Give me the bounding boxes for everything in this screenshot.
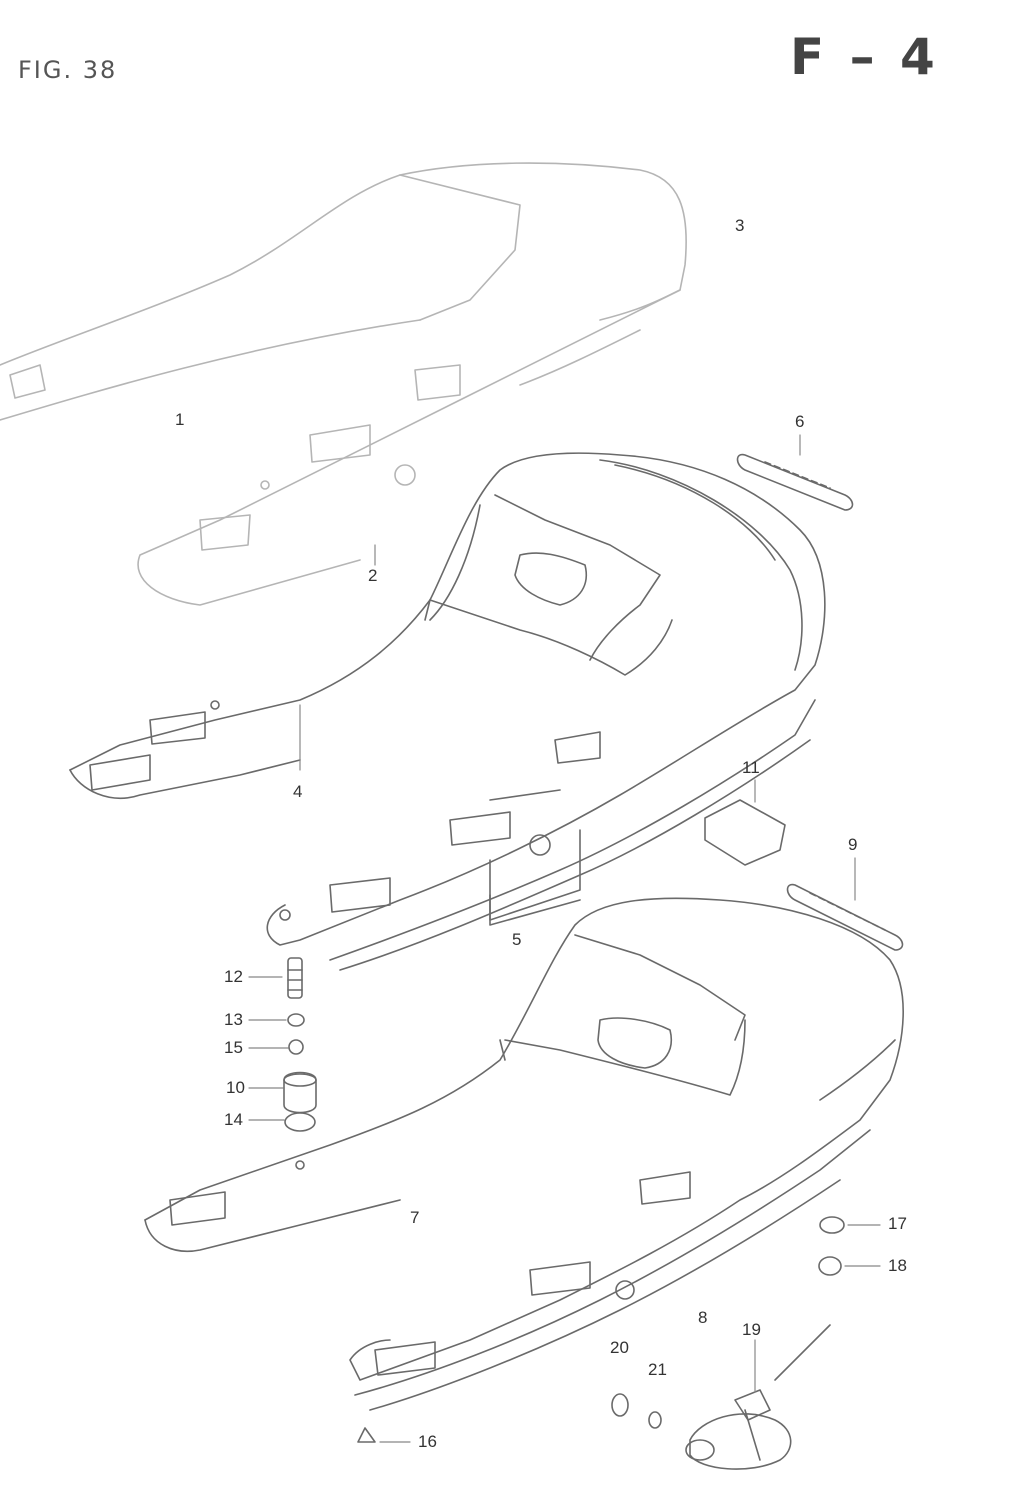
callout-18: 18 [888, 1256, 907, 1275]
callout-6: 6 [795, 412, 805, 431]
callout-11: 11 [742, 758, 760, 777]
callout-9: 9 [848, 835, 858, 854]
callout-4: 4 [293, 782, 303, 801]
callout-21: 21 [648, 1360, 667, 1379]
callout-19: 19 [742, 1320, 761, 1339]
callout-7: 7 [410, 1208, 420, 1227]
figure-label: FIG. 38 [18, 56, 118, 84]
bolt-part-20 [611, 1393, 629, 1417]
callout-15: 15 [224, 1038, 243, 1057]
callout-20: 20 [610, 1338, 629, 1357]
callout-1: 1 [175, 410, 185, 429]
tail-cover-part-4 [69, 452, 826, 971]
nut-part-21 [648, 1411, 662, 1429]
callout-10: 10 [226, 1078, 245, 1097]
tail-cover-part-1 [0, 162, 687, 606]
callout-14: 14 [224, 1110, 243, 1129]
callout-2: 2 [368, 566, 378, 585]
callout-12: 12 [224, 967, 243, 986]
callout-16: 16 [418, 1432, 437, 1451]
nut-part-18 [818, 1256, 842, 1276]
callout-8: 8 [698, 1308, 708, 1327]
emblem-part-9 [786, 883, 904, 951]
callout-5: 5 [512, 930, 522, 949]
clamp-part-8 [685, 1389, 792, 1470]
washer-part-17 [819, 1216, 845, 1234]
hook-part-19 [774, 1324, 831, 1381]
bracket-part-5 [489, 894, 581, 926]
grommet-part-16 [357, 1427, 376, 1443]
leader-lines [248, 434, 881, 1443]
callout-13: 13 [224, 1010, 243, 1029]
tail-cover-part-7 [144, 897, 904, 1411]
emblem-part-6 [736, 453, 854, 511]
callout-3: 3 [735, 216, 745, 235]
hardware-stack [283, 957, 317, 1132]
callout-17: 17 [888, 1214, 907, 1233]
page-code: F – 4 [790, 28, 939, 86]
pad-part-11 [704, 799, 786, 866]
